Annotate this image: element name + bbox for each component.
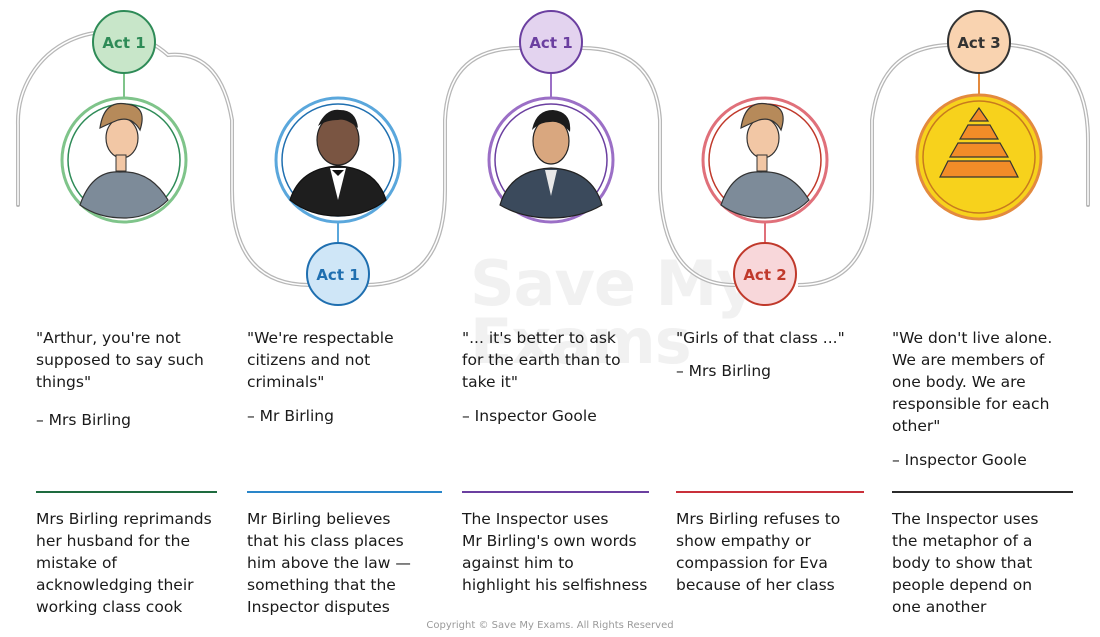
portrait-mrs-birling-1	[60, 96, 188, 224]
act-badge-3: Act 1	[519, 10, 583, 74]
timeline-path	[797, 44, 949, 286]
note-4: Mrs Birling refuses to show empathy or c…	[676, 510, 841, 594]
act-badge-4: Act 2	[733, 242, 797, 306]
copyright-text: Copyright © Save My Exams. All Rights Re…	[426, 620, 674, 631]
svg-text:Act 3: Act 3	[957, 34, 1000, 52]
act-badge-2: Act 1	[306, 242, 370, 306]
act-badge-5: Act 3	[947, 10, 1011, 74]
divider-1	[36, 491, 217, 493]
quote-4: "Girls of that class ..."	[676, 329, 845, 347]
quote-5: "We don't live alone. We are members of …	[892, 329, 1053, 435]
timeline-path	[17, 31, 311, 286]
divider-4	[676, 491, 864, 493]
divider-3	[462, 491, 649, 493]
quote-3: "... it's better to ask for the earth th…	[462, 329, 621, 391]
portrait-mr-birling	[274, 96, 402, 224]
note-2: Mr Birling believes that his class place…	[247, 510, 411, 616]
timeline-path	[364, 47, 521, 286]
speaker-5: – Inspector Goole	[892, 451, 1027, 469]
portrait-inspector-goole	[487, 96, 615, 224]
timeline-path	[1009, 44, 1089, 205]
act-badge-1: Act 1	[92, 10, 156, 74]
speaker-1: – Mrs Birling	[36, 411, 132, 429]
note-1: Mrs Birling reprimands her husband for t…	[36, 510, 212, 616]
quote-1: "Arthur, you're not supposed to say such…	[36, 329, 204, 391]
divider-2	[247, 491, 442, 493]
svg-text:Act 2: Act 2	[743, 266, 786, 284]
note-3: The Inspector uses Mr Birling's own word…	[462, 510, 648, 594]
speaker-2: – Mr Birling	[247, 407, 334, 425]
speaker-4: – Mrs Birling	[676, 362, 772, 380]
svg-text:Act 1: Act 1	[529, 34, 572, 52]
speaker-3: – Inspector Goole	[462, 407, 597, 425]
note-5: The Inspector uses the metaphor of a bod…	[892, 510, 1039, 616]
timeline-path	[581, 47, 736, 286]
svg-text:Act 1: Act 1	[316, 266, 359, 284]
portrait-mrs-birling-2	[701, 96, 829, 224]
quote-2: "We're respectable citizens and not crim…	[247, 329, 394, 391]
svg-text:Act 1: Act 1	[102, 34, 145, 52]
timeline-diagram: Act 1 Act 1 Act 1 Act 2 Act 3	[15, 10, 1090, 306]
divider-5	[892, 491, 1073, 493]
pyramid-icon	[915, 93, 1043, 221]
